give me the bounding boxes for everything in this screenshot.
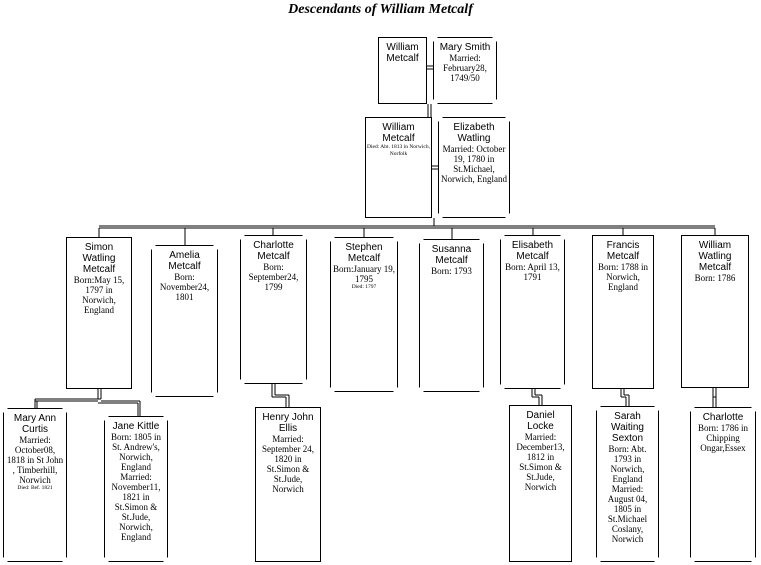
person-name: Francis Metcalf: [606, 240, 640, 262]
person-name: Amelia Metcalf: [168, 250, 201, 272]
person-jane-kittle[interactable]: Jane Kittle Born: 1805 in St. Andrew's, …: [104, 416, 168, 562]
person-details: Born: November24, 1801: [159, 272, 210, 302]
person-name: Stephen Metcalf: [345, 242, 383, 264]
person-name: Charlotte: [702, 412, 744, 423]
person-death: Died: Bef. 1821: [17, 485, 53, 491]
person-name: William Metcalf: [382, 122, 415, 144]
person-name: Elisabeth Metcalf: [511, 240, 554, 262]
person-charlotte-metcalf[interactable]: Charlotte Metcalf Born: September24, 179…: [240, 235, 307, 384]
person-susanna-metcalf[interactable]: Susanna Metcalf Born: 1793: [419, 239, 484, 392]
person-henry-john-ellis[interactable]: Henry John Ellis Married: September 24, …: [255, 407, 321, 562]
person-elizabeth-watling[interactable]: Elizabeth Watling Married: October 19, 1…: [438, 117, 510, 218]
person-death: Died: Abt. 1813 in Norwich, Norfolk: [367, 144, 430, 157]
person-name: William Watling Metcalf: [698, 240, 732, 273]
person-details: Born: 1786: [694, 273, 736, 283]
person-death: Died: 1797: [351, 284, 377, 290]
person-stephen-metcalf[interactable]: Stephen Metcalf Born:January 19, 1795 Di…: [330, 237, 398, 392]
person-name: Daniel Locke: [526, 410, 555, 432]
person-sarah-waiting-sexton[interactable]: Sarah Waiting Sexton Born: Abt. 1793 in …: [596, 406, 659, 562]
person-daniel-locke[interactable]: Daniel Locke Married: December13, 1812 i…: [509, 405, 572, 562]
person-name: Sarah Waiting Sexton: [611, 411, 644, 444]
person-details: Born:January 19, 1795: [333, 264, 395, 284]
person-details: Born: 1786 in Chipping Ongar,Essex: [697, 423, 748, 453]
person-details: Born: April 13, 1791: [505, 262, 560, 282]
person-william-metcalf-jr[interactable]: William Metcalf Died: Abt. 1813 in Norwi…: [365, 117, 432, 218]
person-details: Born: 1793: [431, 266, 472, 276]
person-details: Born: September24, 1799: [248, 262, 299, 292]
person-mary-ann-curtis[interactable]: Mary Ann Curtis Married: October08, 1818…: [3, 408, 67, 562]
person-details: Born: Abt. 1793 in Norwich, England Marr…: [607, 444, 648, 544]
person-details: Married: February28, 1749/50: [443, 53, 487, 83]
person-name: Charlotte Metcalf: [253, 240, 294, 262]
person-name: Mary Smith: [439, 42, 491, 53]
person-details: Born: 1805 in St. Andrew's, Norwich, Eng…: [110, 432, 161, 542]
person-francis-metcalf[interactable]: Francis Metcalf Born: 1788 in Norwich, E…: [592, 235, 654, 389]
person-name: Mary Ann Curtis: [13, 413, 57, 435]
person-name: Susanna Metcalf: [431, 244, 472, 266]
person-details: Married: September 24, 1820 in St.Simon …: [262, 434, 314, 494]
person-william-watling-metcalf[interactable]: William Watling Metcalf Born: 1786: [681, 235, 749, 388]
person-mary-smith[interactable]: Mary Smith Married: February28, 1749/50: [433, 37, 497, 104]
person-amelia-metcalf[interactable]: Amelia Metcalf Born: November24, 1801: [151, 245, 218, 397]
person-william-metcalf-sr[interactable]: William Metcalf: [378, 37, 427, 104]
person-elisabeth-metcalf[interactable]: Elisabeth Metcalf Born: April 13, 1791: [500, 235, 565, 389]
person-details: Married: December13, 1812 in St.Simon & …: [516, 432, 565, 492]
person-name: William Metcalf: [386, 42, 419, 64]
person-name: Henry John Ellis: [262, 412, 314, 434]
person-details: Born:May 15, 1797 in Norwich, England: [73, 275, 125, 315]
person-simon-watling-metcalf[interactable]: Simon Watling Metcalf Born:May 15, 1797 …: [66, 237, 132, 389]
person-name: Elizabeth Watling: [453, 122, 495, 144]
chart-title: Descendants of William Metcalf: [288, 2, 473, 17]
person-name: Simon Watling Metcalf: [82, 242, 116, 275]
person-name: Jane Kittle: [112, 421, 160, 432]
person-details: Married: October 19, 1780 in St.Michael,…: [441, 144, 507, 184]
person-charlotte[interactable]: Charlotte Born: 1786 in Chipping Ongar,E…: [690, 407, 756, 562]
person-details: Married: October08, 1818 in St John , Ti…: [6, 435, 64, 485]
person-details: Born: 1788 in Norwich, England: [597, 262, 648, 292]
